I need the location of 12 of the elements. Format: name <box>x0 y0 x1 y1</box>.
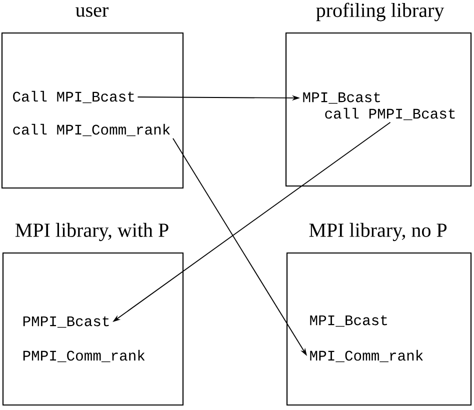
code-text: call MPI_Comm_rank <box>13 124 170 136</box>
code-text: MPI_Comm_rank <box>310 350 423 362</box>
code-text: MPI_Bcast <box>303 92 380 104</box>
code-text: Call MPI_Bcast <box>13 90 134 104</box>
code-text: call PMPI_Bcast <box>325 108 455 120</box>
code-text: MPI_Bcast <box>310 315 387 327</box>
box-heading: profiling library <box>316 2 444 22</box>
code-text: PMPI_Bcast <box>23 316 109 328</box>
box-heading: user <box>76 7 108 17</box>
box-heading: MPI library, with P <box>15 222 168 242</box>
box-heading: MPI library, no P <box>309 222 447 242</box>
code-text: PMPI_Comm_rank <box>23 350 145 362</box>
